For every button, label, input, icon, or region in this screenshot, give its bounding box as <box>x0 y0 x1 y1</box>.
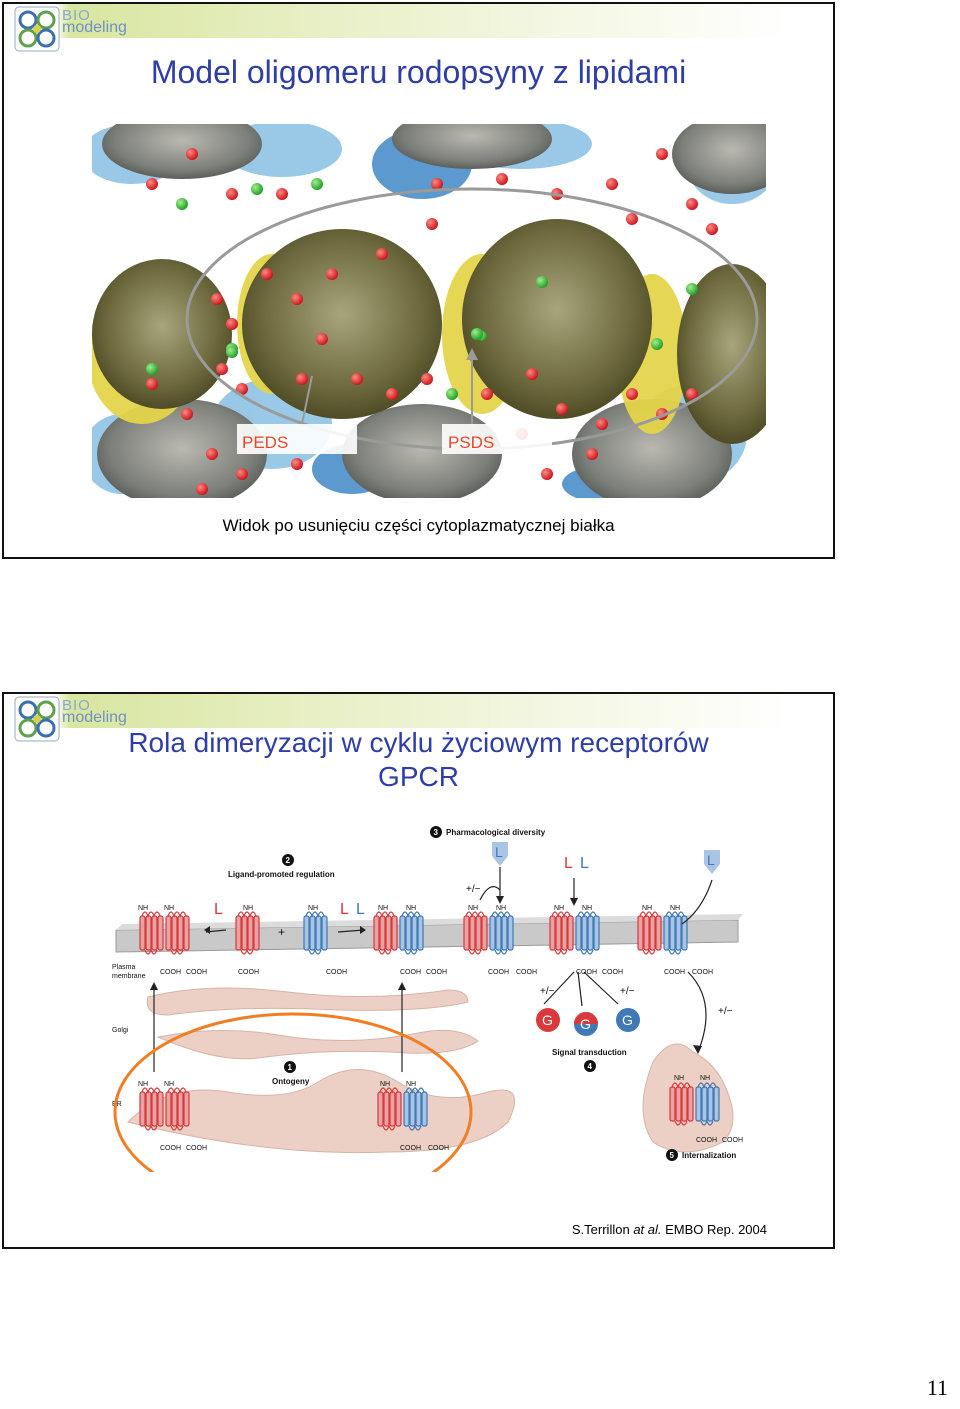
page-number: 11 <box>926 1375 948 1400</box>
nh2-label: NH <box>468 905 478 912</box>
ligand-blue: L <box>580 855 589 872</box>
cooh-label: COOH <box>186 1145 207 1152</box>
pharmacological-diversity-label: Pharmacological diversity <box>446 828 546 837</box>
marker-4: 4 <box>588 1062 593 1071</box>
nh2-label: NH <box>164 905 174 912</box>
cooh-label: COOH <box>238 969 259 976</box>
cooh-label: COOH <box>664 969 685 976</box>
ligand-red: L <box>340 901 349 918</box>
cooh-label: COOH <box>602 969 623 976</box>
peds-label: PEDS <box>242 433 288 452</box>
biomodeling-logo: BIO modeling <box>14 696 127 744</box>
ligand-blue: L <box>356 901 365 918</box>
cooh-label: COOH <box>160 1145 181 1152</box>
marker-5: 5 <box>670 1151 675 1160</box>
nh2-label: NH <box>380 1081 390 1088</box>
marker-3: 3 <box>434 828 439 837</box>
biomodeling-logo-icon <box>14 696 60 742</box>
cooh-label: COOH <box>692 969 713 976</box>
citation-etal: at al. <box>633 1222 662 1237</box>
cooh-label: COOH <box>186 969 207 976</box>
plus-minus-label: +/− <box>718 1006 733 1017</box>
nh2-label: NH <box>496 905 506 912</box>
nh2-label: NH <box>406 1081 416 1088</box>
cooh-label: COOH <box>160 969 181 976</box>
nh2-label: NH <box>378 905 388 912</box>
nh2-label: NH <box>642 905 652 912</box>
nh2-label: NH <box>554 905 564 912</box>
nh2-label: NH <box>243 905 253 912</box>
slide-2-title-line-2: GPCR <box>378 761 459 792</box>
nh2-label: NH <box>582 905 592 912</box>
slide-2-title-line-1: Rola dimeryzacji w cyklu życiowym recept… <box>128 727 709 758</box>
slide-1: BIO modeling Model oligomeru rodopsyny z… <box>2 2 835 559</box>
ligand-red: L <box>214 901 223 918</box>
citation-author: S.Terrillon <box>571 1222 634 1237</box>
cooh-label: COOH <box>696 1137 717 1144</box>
logo-text-modeling: modeling <box>62 709 127 726</box>
nh2-label: NH <box>138 905 148 912</box>
biomodeling-logo: BIO modeling <box>14 6 127 54</box>
plasma-label: Plasma <box>112 964 135 971</box>
nh2-label: NH <box>670 905 680 912</box>
nh2-label: NH <box>674 1075 684 1082</box>
slide-2-title: Rola dimeryzacji w cyklu życiowym recept… <box>4 726 833 794</box>
biomodeling-logo-icon <box>14 6 60 52</box>
g-protein-blue: G <box>622 1012 633 1028</box>
slide-header-bar <box>4 4 833 38</box>
gpcr-dimerization-diagram: NH NH NH NH NH NH NH NH NH NH NH NH COOH… <box>112 826 743 1172</box>
citation-source: EMBO Rep. 2004 <box>661 1222 767 1237</box>
nh2-label: NH <box>308 905 318 912</box>
signal-transduction-label: Signal transduction <box>552 1048 627 1057</box>
cooh-label: COOH <box>400 969 421 976</box>
ligand-blue: L <box>707 852 715 868</box>
cooh-label: COOH <box>426 969 447 976</box>
plus-sign: + <box>278 925 285 939</box>
slide-header-bar <box>4 694 833 728</box>
nh2-label: NH <box>138 1081 148 1088</box>
ligand-blue: L <box>495 844 503 860</box>
nh2-label: NH <box>164 1081 174 1088</box>
marker-2: 2 <box>286 856 291 865</box>
plus-minus-label: +/− <box>466 884 481 895</box>
cooh-label: COOH <box>326 969 347 976</box>
cooh-label: COOH <box>488 969 509 976</box>
logo-text-bio: BIO <box>62 7 91 24</box>
logo-text-bio: BIO <box>62 697 91 714</box>
rhodopsin-oligomer-image: PEDS PSDS <box>92 124 766 498</box>
ligand-red: L <box>564 855 573 872</box>
psds-label: PSDS <box>448 433 494 452</box>
cooh-label: COOH <box>400 1145 421 1152</box>
plus-minus-label: +/− <box>540 986 555 997</box>
golgi-label: Golgi <box>112 1027 129 1034</box>
ontogeny-label: Ontogeny <box>272 1077 310 1086</box>
membrane-label: membrane <box>112 973 146 980</box>
plus-minus-label: +/− <box>620 986 635 997</box>
ligand-promoted-regulation-label: Ligand-promoted regulation <box>228 870 335 879</box>
cooh-label: COOH <box>428 1145 449 1152</box>
logo-text-modeling: modeling <box>62 19 127 36</box>
cooh-label: COOH <box>576 969 597 976</box>
ontogeny-highlight-ellipse <box>113 1012 473 1172</box>
nh2-label: NH <box>406 905 416 912</box>
cooh-label: COOH <box>722 1137 743 1144</box>
slide-2: BIO modeling Rola dimeryzacji w cyklu ży… <box>2 692 835 1249</box>
nh2-label: NH <box>700 1075 710 1082</box>
internalization-label: Internalization <box>682 1151 736 1160</box>
slide-1-caption: Widok po usunięciu części cytoplazmatycz… <box>222 516 615 535</box>
cooh-label: COOH <box>516 969 537 976</box>
g-protein-mixed: G <box>580 1016 591 1032</box>
citation: S.Terrillon at al. EMBO Rep. 2004 <box>572 1222 767 1237</box>
g-protein-red: G <box>542 1012 553 1028</box>
slide-1-title: Model oligomeru rodopsyny z lipidami <box>150 54 687 90</box>
marker-1: 1 <box>288 1063 293 1072</box>
